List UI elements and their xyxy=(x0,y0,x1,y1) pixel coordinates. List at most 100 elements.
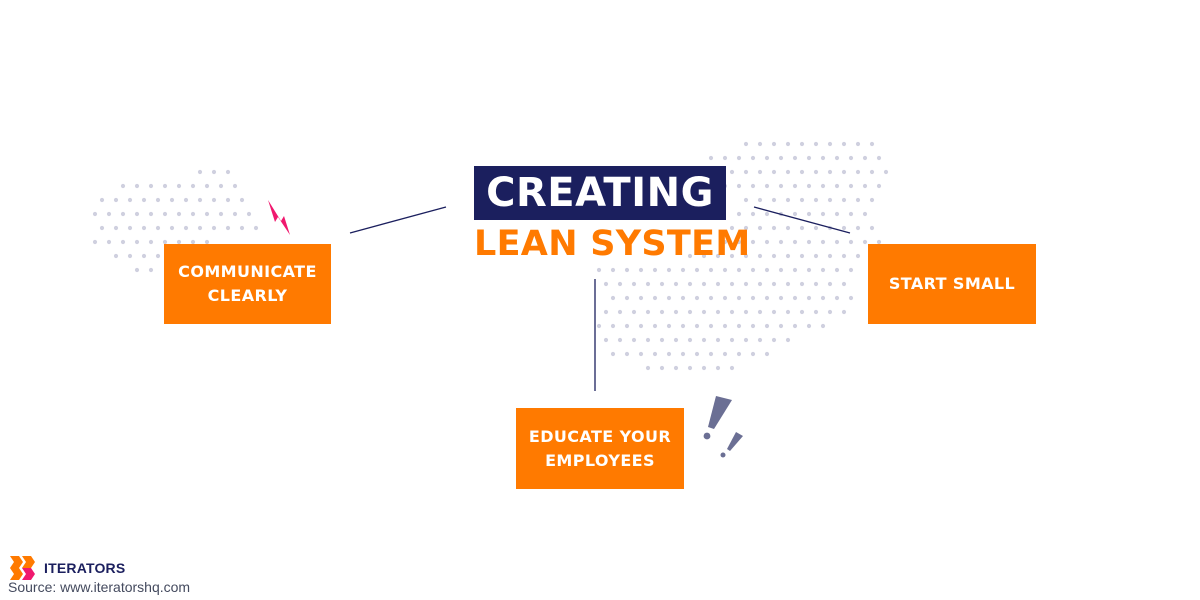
background-dot xyxy=(806,295,812,301)
background-dot xyxy=(764,155,770,161)
background-dot xyxy=(253,225,259,231)
background-dot xyxy=(855,253,861,259)
background-dot xyxy=(743,197,749,203)
background-dot xyxy=(190,239,196,245)
background-dot xyxy=(155,225,161,231)
background-dot xyxy=(673,365,679,371)
background-dot xyxy=(225,169,231,175)
background-dot xyxy=(827,281,833,287)
background-dot xyxy=(792,155,798,161)
background-dot xyxy=(806,267,812,273)
background-dot xyxy=(190,211,196,217)
background-dot xyxy=(666,323,672,329)
background-dot xyxy=(218,183,224,189)
background-dot xyxy=(792,323,798,329)
background-dot xyxy=(239,225,245,231)
educate-employees-box: EDUCATE YOUR EMPLOYEES xyxy=(516,408,684,489)
educate-employees-label: EDUCATE YOUR EMPLOYEES xyxy=(528,426,672,470)
background-dot xyxy=(883,169,889,175)
background-dot xyxy=(841,281,847,287)
background-dot xyxy=(197,197,203,203)
background-dot xyxy=(673,281,679,287)
background-dot xyxy=(162,211,168,217)
background-dot xyxy=(820,295,826,301)
background-dot xyxy=(771,225,777,231)
background-dot xyxy=(806,211,812,217)
background-dot xyxy=(813,309,819,315)
background-dot xyxy=(638,323,644,329)
background-dot xyxy=(722,351,728,357)
background-dot xyxy=(666,267,672,273)
background-dot xyxy=(820,183,826,189)
background-dot xyxy=(148,183,154,189)
background-dot xyxy=(869,169,875,175)
background-dot xyxy=(778,323,784,329)
background-dot xyxy=(659,309,665,315)
background-dot xyxy=(771,337,777,343)
background-dot xyxy=(183,197,189,203)
background-dot xyxy=(764,239,770,245)
background-dot xyxy=(638,267,644,273)
background-dot xyxy=(869,225,875,231)
background-dot xyxy=(778,211,784,217)
background-dot xyxy=(659,337,665,343)
background-dot xyxy=(750,211,756,217)
background-dot xyxy=(183,225,189,231)
background-dot xyxy=(715,337,721,343)
background-dot xyxy=(855,141,861,147)
background-dot xyxy=(827,141,833,147)
background-dot xyxy=(113,197,119,203)
background-dot xyxy=(708,155,714,161)
background-dot xyxy=(701,365,707,371)
background-dot xyxy=(722,323,728,329)
background-dot xyxy=(736,267,742,273)
background-dot xyxy=(834,211,840,217)
background-dot xyxy=(771,141,777,147)
background-dot xyxy=(218,211,224,217)
background-dot xyxy=(785,253,791,259)
background-dot xyxy=(603,309,609,315)
background-dot xyxy=(141,253,147,259)
background-dot xyxy=(729,281,735,287)
background-dot xyxy=(106,239,112,245)
background-dot xyxy=(113,225,119,231)
background-dot xyxy=(232,211,238,217)
background-dot xyxy=(855,197,861,203)
background-dot xyxy=(659,281,665,287)
background-dot xyxy=(211,169,217,175)
background-dot xyxy=(736,351,742,357)
logo-text: ITERATORS xyxy=(44,560,126,576)
background-dot xyxy=(771,281,777,287)
background-dot xyxy=(848,183,854,189)
background-dot xyxy=(680,323,686,329)
background-dot xyxy=(862,211,868,217)
background-dot xyxy=(757,337,763,343)
background-dot xyxy=(645,365,651,371)
background-dot xyxy=(617,309,623,315)
background-dot xyxy=(701,309,707,315)
background-dot xyxy=(715,365,721,371)
background-dot xyxy=(645,309,651,315)
background-dot xyxy=(239,197,245,203)
background-dot xyxy=(764,295,770,301)
background-dot xyxy=(799,309,805,315)
background-dot xyxy=(778,155,784,161)
background-dot xyxy=(757,141,763,147)
background-dot xyxy=(834,267,840,273)
background-dot xyxy=(750,295,756,301)
background-dot xyxy=(624,267,630,273)
background-dot xyxy=(729,169,735,175)
background-dot xyxy=(680,351,686,357)
background-dot xyxy=(750,267,756,273)
background-dot xyxy=(176,211,182,217)
background-dot xyxy=(813,141,819,147)
background-dot xyxy=(785,337,791,343)
background-dot xyxy=(92,239,98,245)
background-dot xyxy=(771,169,777,175)
background-dot xyxy=(799,253,805,259)
background-dot xyxy=(876,155,882,161)
background-dot xyxy=(764,267,770,273)
background-dot xyxy=(638,351,644,357)
background-dot xyxy=(848,267,854,273)
background-dot xyxy=(722,239,728,245)
